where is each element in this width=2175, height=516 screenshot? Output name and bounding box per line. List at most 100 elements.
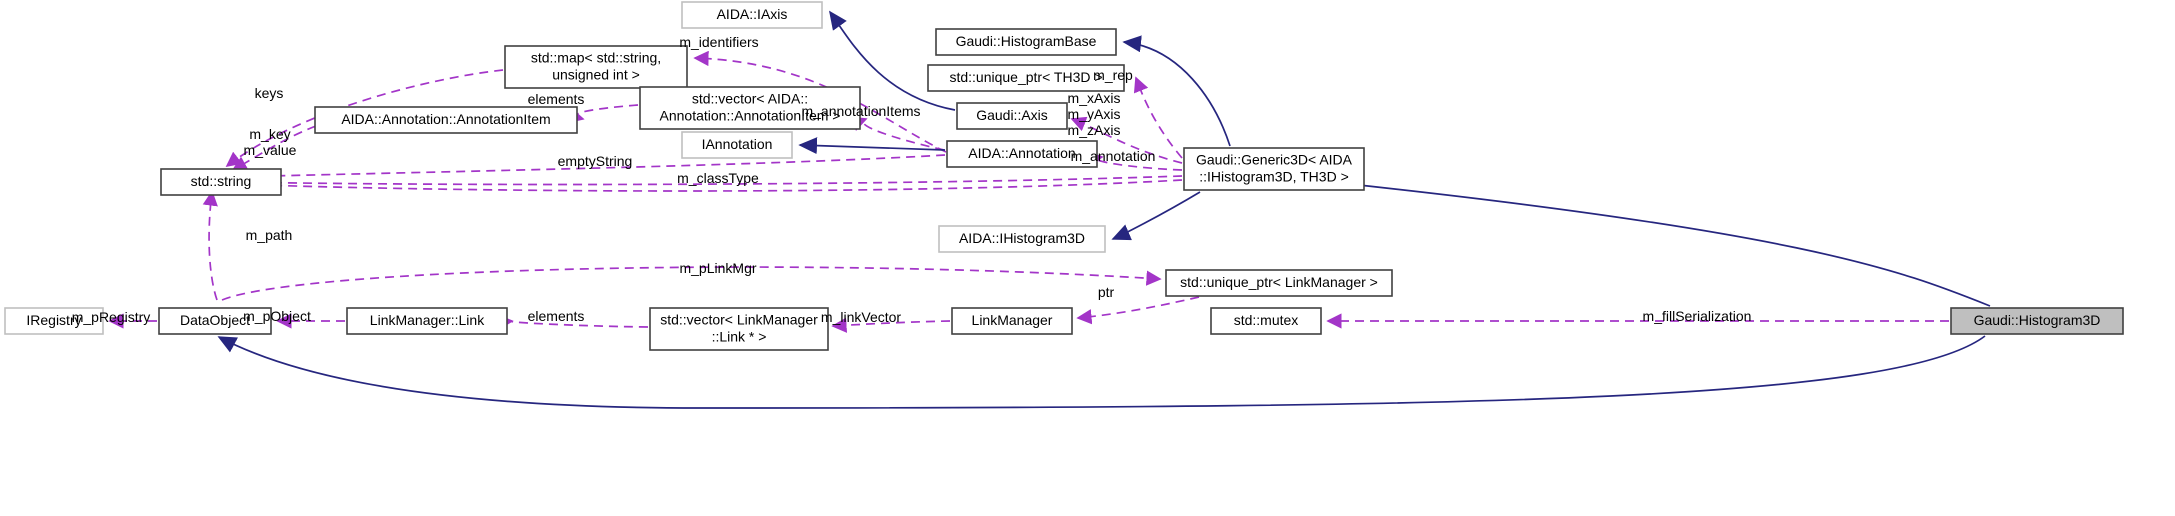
class-node-box (951, 307, 1073, 335)
class-node-lmlink[interactable]: LinkManager::Link (346, 307, 508, 335)
class-node-box (346, 307, 508, 335)
class-node-box (158, 307, 272, 335)
edge-inherit-axis-iaxis (829, 10, 956, 111)
class-node-linkmanager[interactable]: LinkManager (951, 307, 1073, 335)
class-node-box (1165, 269, 1393, 297)
edge-label-m_path: m_path (246, 227, 293, 243)
class-node-label: std::unique_ptr< TH3D > (949, 69, 1102, 85)
edge-label-elements_annot: elements (528, 91, 585, 107)
class-node-annotation[interactable]: AIDA::Annotation (946, 140, 1098, 168)
edge-inherit-generic3d-histbase (1122, 35, 1231, 147)
edge-label-m_fillSerialization: m_fillSerialization (1643, 308, 1752, 324)
class-node-box (314, 106, 578, 134)
class-node-vecannot[interactable]: std::vector< AIDA::Annotation::Annotatio… (639, 86, 861, 130)
class-node-stdmutex[interactable]: std::mutex (1210, 307, 1322, 335)
class-node-stdstring[interactable]: std::string (160, 168, 282, 196)
class-node-label: LinkManager::Link (370, 312, 485, 328)
class-node-label: IRegistry (26, 312, 81, 328)
edge-label-emptyString: emptyString (558, 153, 633, 169)
class-node-box (649, 307, 829, 351)
usage-edges (108, 50, 1949, 333)
class-node-box (504, 45, 688, 89)
edge-ptr (1076, 296, 1200, 325)
inheritance-edges (217, 10, 1991, 409)
class-node-box (1183, 147, 1365, 191)
class-node-label: std::string (191, 173, 252, 189)
class-node-box (946, 140, 1098, 168)
edge-m-p-link-mgr (221, 266, 1162, 301)
nodes: AIDA::IAxisGaudi::HistogramBasestd::map<… (4, 1, 2124, 351)
edge-label-ptr: ptr (1098, 284, 1115, 300)
edge-label-keys: keys (255, 85, 284, 101)
edge-m-annotation (1087, 151, 1183, 171)
class-node-box (4, 307, 104, 335)
edge-elements-annotation (567, 104, 639, 123)
class-node-histogram3d[interactable]: Gaudi::Histogram3D (1950, 307, 2124, 335)
edge-m-axes (1070, 116, 1183, 164)
edge-m-link-vector (831, 317, 951, 333)
edge-m-identifiers (693, 50, 947, 153)
edge-elements-link (497, 314, 649, 330)
edge-inherit-hist3d-dataobject (217, 335, 1986, 409)
edge-keys (225, 69, 504, 168)
class-node-label: AIDA::Annotation::AnnotationItem (341, 111, 550, 127)
class-node-box (681, 1, 823, 29)
class-node-label: AIDA::Annotation (968, 145, 1075, 161)
class-node-label: AIDA::IAxis (717, 6, 788, 22)
class-node-box (1210, 307, 1322, 335)
edge-m-class-type (230, 174, 1183, 190)
class-node-box (927, 64, 1125, 92)
class-node-map[interactable]: std::map< std::string,unsigned int > (504, 45, 688, 89)
class-node-label: std::vector< AIDA::Annotation::Annotatio… (660, 90, 841, 123)
class-node-box (956, 102, 1068, 130)
edge-string-extra (230, 176, 1183, 193)
class-node-iannotation[interactable]: IAnnotation (681, 131, 793, 159)
edge-m-rep (1133, 76, 1183, 159)
class-node-label: std::unique_ptr< LinkManager > (1180, 274, 1378, 290)
edge-label-m_linkVector: m_linkVector (821, 309, 901, 325)
class-node-box (160, 168, 282, 196)
class-node-box (935, 28, 1117, 56)
class-node-histbase[interactable]: Gaudi::HistogramBase (935, 28, 1117, 56)
edge-label-m_annotation: m_annotation (1071, 148, 1156, 164)
class-node-label: std::map< std::string,unsigned int > (531, 49, 661, 82)
class-node-generic3d[interactable]: Gaudi::Generic3D< AIDA::IHistogram3D, TH… (1183, 147, 1365, 191)
class-node-iregistry[interactable]: IRegistry (4, 307, 104, 335)
edge-label-m_pLinkMgr: m_pLinkMgr (679, 260, 756, 276)
class-node-label: Gaudi::Axis (976, 107, 1048, 123)
edge-inherit-annotation-iannotation (798, 137, 946, 155)
class-node-gaudiaxis[interactable]: Gaudi::Axis (956, 102, 1068, 130)
edge-label-m_rep: m_rep (1093, 67, 1133, 83)
edge-label-m_pObject: m_pObject (243, 308, 311, 324)
class-node-label: std::vector< LinkManager::Link * > (660, 311, 818, 344)
class-node-ihist3d[interactable]: AIDA::IHistogram3D (938, 225, 1106, 253)
class-node-veclink[interactable]: std::vector< LinkManager::Link * > (649, 307, 829, 351)
class-node-label: Gaudi::HistogramBase (956, 33, 1097, 49)
class-node-label: AIDA::IHistogram3D (959, 230, 1085, 246)
class-node-dataobject[interactable]: DataObject (158, 307, 272, 335)
edge-label-m_annotationItems: m_annotationItems (801, 103, 920, 119)
class-node-uniqlinkmgr[interactable]: std::unique_ptr< LinkManager > (1165, 269, 1393, 297)
edge-inherit-generic3d-ihist3d (1111, 191, 1201, 241)
class-node-annotitem[interactable]: AIDA::Annotation::AnnotationItem (314, 106, 578, 134)
edge-inherit-hist3d-generic3d (1281, 170, 1991, 307)
class-node-label: LinkManager (972, 312, 1053, 328)
class-node-label: Gaudi::Histogram3D (1974, 312, 2101, 328)
edge-m-path (202, 190, 218, 301)
class-node-box (681, 131, 793, 159)
edge-label-m_identifiers: m_identifiers (679, 34, 758, 50)
class-node-label: DataObject (180, 312, 250, 328)
edge-label-m_classType: m_classType (677, 170, 759, 186)
class-node-label: std::mutex (1234, 312, 1299, 328)
edge-label-m_pRegistry: m_pRegistry (72, 309, 151, 325)
class-node-iaxis[interactable]: AIDA::IAxis (681, 1, 823, 29)
class-node-uniqth3d[interactable]: std::unique_ptr< TH3D > (927, 64, 1125, 92)
class-node-box (938, 225, 1106, 253)
class-node-box (639, 86, 861, 130)
class-node-label: Gaudi::Generic3D< AIDA::IHistogram3D, TH… (1196, 151, 1353, 184)
